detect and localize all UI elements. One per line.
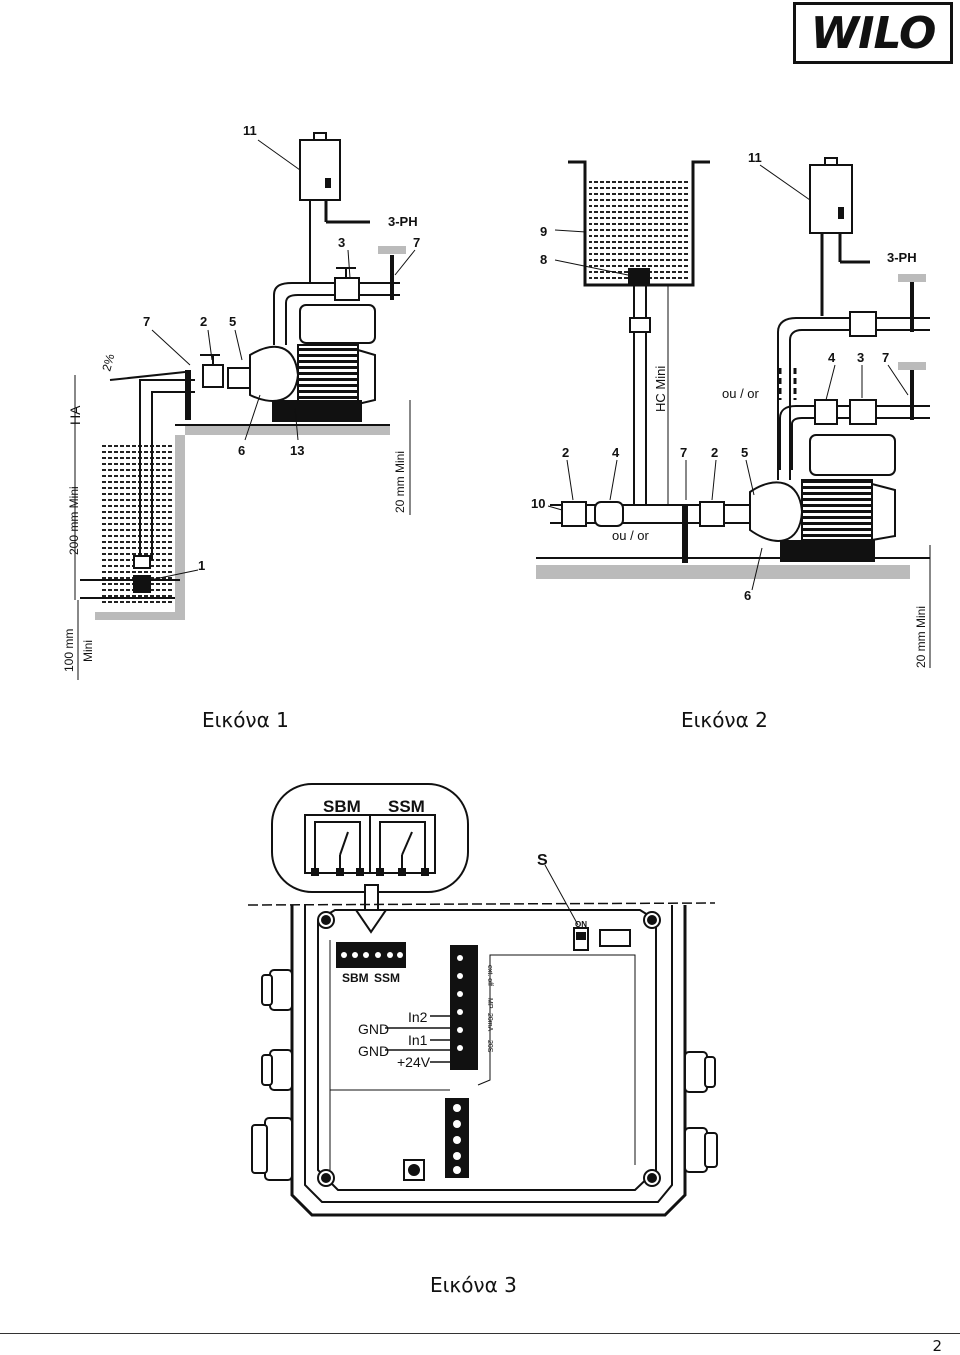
fig2-callout-4a: 4 — [828, 350, 836, 365]
fig3-gnd-1: GND — [358, 1021, 389, 1037]
fig2-callout-7b: 7 — [680, 445, 687, 460]
logo-text: WILO — [810, 7, 937, 59]
fig1-200mm: 200 mm Mini — [67, 486, 81, 555]
fig2-20mm: 20 mm Mini — [914, 606, 928, 668]
page-number: 2 — [932, 1337, 942, 1355]
fig2-callout-11: 11 — [748, 150, 762, 165]
fig2-callout-4b: 4 — [612, 445, 620, 460]
fig1-callout-1: 1 — [198, 558, 205, 573]
fig2-callout-5: 5 — [741, 445, 748, 460]
fig3-gnd-2: GND — [358, 1043, 389, 1059]
fig2-callout-9: 9 — [540, 224, 547, 239]
fig1-callout-2: 2 — [200, 314, 207, 329]
fig2-hc-mini: HC Mini — [653, 366, 668, 412]
fig1-20mm: 20 mm Mini — [393, 451, 407, 513]
fig2-callout-6: 6 — [744, 588, 751, 603]
fig3-side-mp: MP — [486, 998, 493, 1009]
fig3-in2: In2 — [408, 1009, 428, 1025]
fig1-callout-13: 13 — [290, 443, 304, 458]
fig1-callout-6: 6 — [238, 443, 245, 458]
fig3-relay-ssm: SSM — [388, 797, 425, 816]
figure-2-diagram — [536, 157, 931, 668]
fig2-callout-10: 10 — [531, 496, 545, 511]
fig2-callout-2a: 2 — [562, 445, 569, 460]
fig2-callout-3ph: 3-PH — [887, 250, 917, 265]
fig1-callout-7a: 7 — [413, 235, 420, 250]
footer-rule — [0, 1333, 960, 1334]
fig1-slope: 2% — [99, 352, 117, 373]
fig1-ha: HA — [67, 405, 83, 425]
fig2-callout-8: 8 — [540, 252, 547, 267]
fig1-100mm: 100 mm — [62, 629, 76, 672]
figure-3-diagram — [247, 783, 718, 1217]
figure-1-dimensions: 2% HA 200 mm Mini 100 mm Mini 20 mm Mini — [62, 352, 407, 672]
fig2-callout-7a: 7 — [882, 350, 889, 365]
fig1-callout-3: 3 — [338, 235, 345, 250]
fig3-term-ssm: SSM — [374, 971, 400, 985]
fig3-24v: +24V — [397, 1054, 431, 1070]
fig1-100mini: Mini — [81, 640, 95, 662]
figure-3-labels: SBM SSM S ON SBM SSM GND GND In2 In1 +24… — [323, 797, 587, 1070]
fig3-switch-s: S — [537, 852, 548, 869]
figure-1-caption: Εικόνα 1 — [202, 708, 289, 732]
fig3-side-20ma: 20mA — [486, 1013, 493, 1032]
fig1-callout-11: 11 — [243, 123, 257, 138]
fig1-callout-5: 5 — [229, 314, 236, 329]
fig2-or-bottom: ou / or — [612, 528, 650, 543]
wilo-logo: WILO — [793, 2, 953, 64]
fig2-callout-2b: 2 — [711, 445, 718, 460]
fig2-callout-3: 3 — [857, 350, 864, 365]
fig3-term-sbm: SBM — [342, 971, 369, 985]
figure-1-callouts: 11 3-PH 3 7 7 2 5 6 13 1 — [143, 123, 420, 573]
figure-3-caption: Εικόνα 3 — [430, 1273, 517, 1297]
fig3-in1: In1 — [408, 1032, 428, 1048]
fig2-or-top: ou / or — [722, 386, 760, 401]
fig1-callout-3ph: 3-PH — [388, 214, 418, 229]
fig3-side-20s: 20S — [486, 1040, 493, 1053]
fig3-relay-sbm: SBM — [323, 797, 361, 816]
figure-2-labels: ou / or ou / or HC Mini 20 mm Mini — [612, 366, 928, 668]
fig1-callout-7b: 7 — [143, 314, 150, 329]
figure-2-caption: Εικόνα 2 — [681, 708, 768, 732]
figure-1-diagram — [74, 132, 416, 680]
fig3-side-ext-off: ext. off — [486, 965, 493, 986]
fig3-switch-on: ON — [575, 920, 587, 929]
figure-2-callouts: 11 9 8 3-PH 4 3 7 2 4 7 2 5 10 6 — [531, 150, 917, 603]
